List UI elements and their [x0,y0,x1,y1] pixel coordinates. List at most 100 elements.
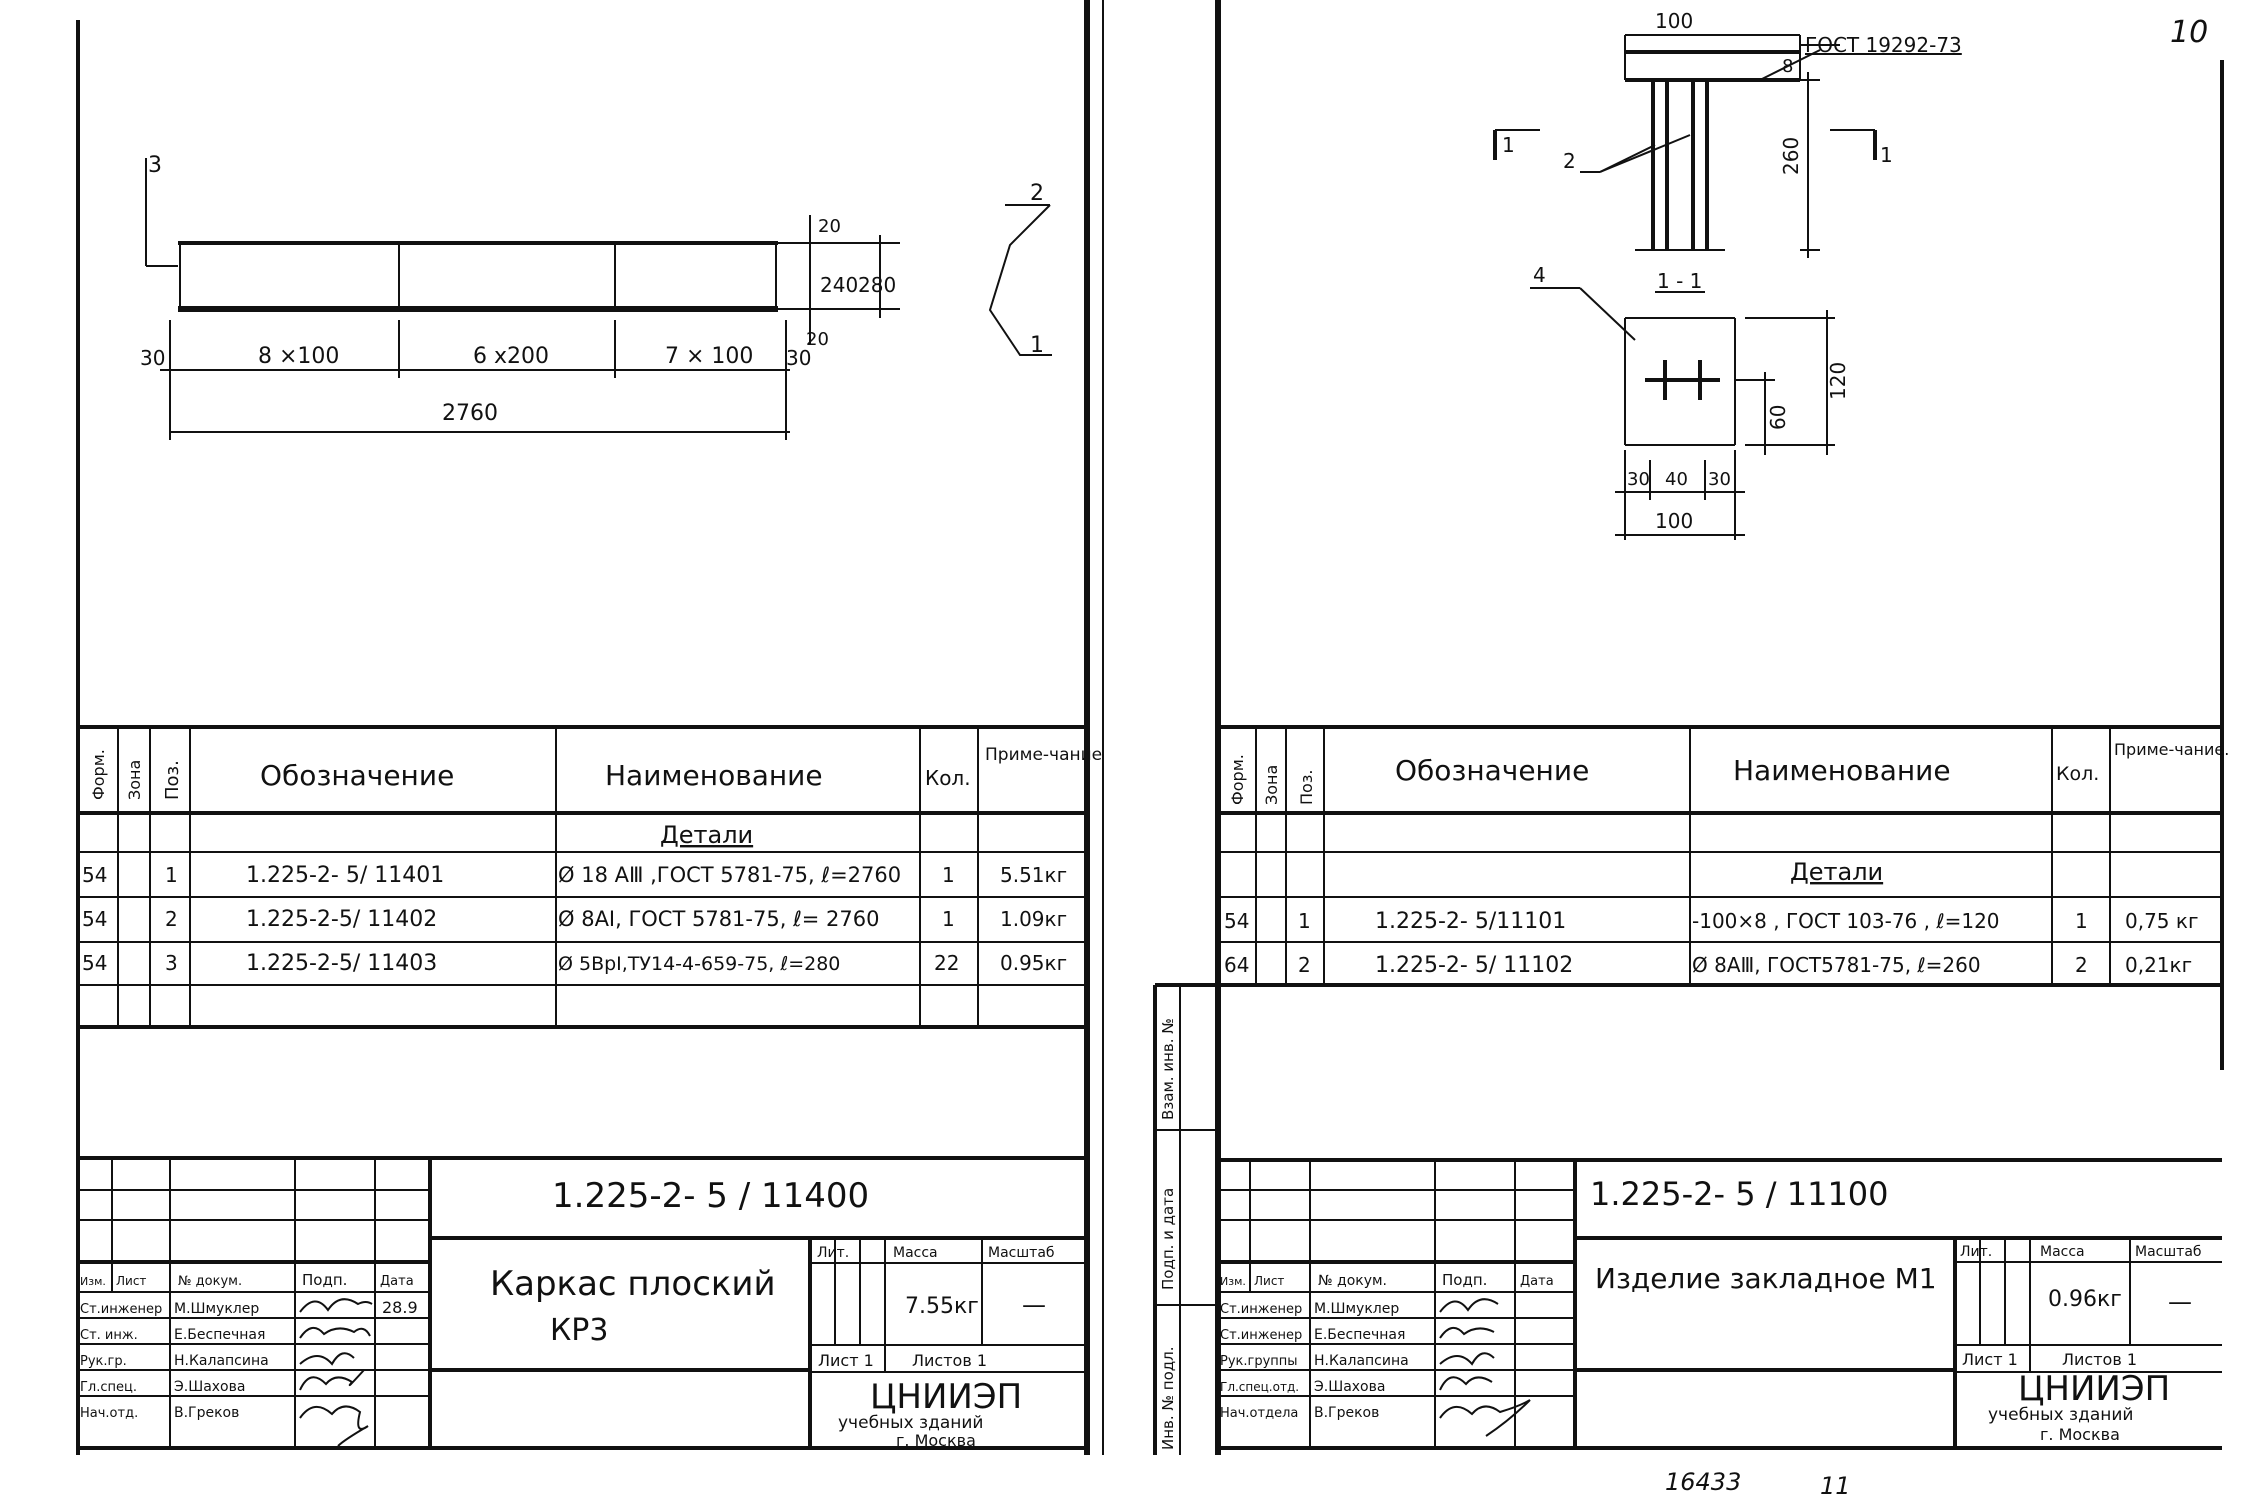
left-name-2: Е.Беспечная [174,1327,265,1343]
right-title-block-grid [1218,1158,2222,1450]
left-row3-note: 0.95кг [1000,951,1067,975]
dim-30b: 30 [1708,469,1731,490]
dim-40: 40 [1665,469,1688,490]
pos-4-label: 4 [1533,263,1546,287]
right-row2-pos: 2 [1298,953,1311,977]
right-title: Изделие закладное М1 [1595,1262,1937,1295]
left-row3-pos: 3 [165,951,178,975]
left-row1-note: 5.51кг [1000,863,1067,887]
right-role-5: Нач.отдела [1220,1406,1298,1421]
dim-240: 240 [820,273,858,297]
right-doc-code: 1.225-2- 5 / 11100 [1590,1175,1889,1213]
left-col-sign: Подп. [302,1271,347,1289]
right-name-4: Э.Шахова [1314,1379,1385,1395]
side-inv-original: Инв. № подл. [1159,1347,1177,1450]
pos-1-label: 1 [1030,333,1044,358]
left-name-4: Э.Шахова [174,1379,245,1395]
left-row3-qty: 22 [934,951,959,975]
dim-30-left: 30 [140,346,165,370]
right-role-1: Ст.инженер [1220,1302,1302,1317]
right-row1-qty: 1 [2075,909,2088,933]
right-name-3: Н.Калапсина [1314,1353,1409,1369]
left-row1-pos: 1 [165,863,178,887]
dim-seg-3: 7 × 100 [665,344,753,369]
left-mass-label: Масса [893,1245,938,1261]
right-row2-name: Ø 8АⅢ, ГОСТ5781-75, ℓ=260 [1692,953,1981,977]
sheet-mark: 11 [1820,1472,1851,1500]
right-section-details: Детали [1790,858,1883,886]
dim-total: 2760 [442,401,498,426]
right-col-doc: № докум. [1318,1273,1387,1289]
right-row1-name: -100×8 , ГОСТ 103-76 , ℓ=120 [1692,909,2000,933]
left-col-note: Приме-чание [985,745,1102,765]
left-row3-format: 54 [82,951,107,975]
left-role-4: Гл.спец. [80,1380,137,1395]
left-org-sub2: г. Москва [896,1431,976,1450]
dim-280: 280 [858,273,896,297]
left-row1-format: 54 [82,863,107,887]
section-1-1-label: 1 - 1 [1657,269,1702,293]
left-row2-qty: 1 [942,907,955,931]
right-col-format: Форм. [1228,754,1247,805]
dim-120: 120 [1826,362,1850,400]
left-col-izm: Изм. [80,1275,106,1288]
left-title-line2: КР3 [550,1313,608,1348]
left-scale-label: Масштаб [988,1245,1055,1261]
dim-30-right: 30 [786,346,811,370]
left-col-list: Лист [116,1274,146,1288]
right-org-sub1: учебных зданий [1988,1405,2133,1425]
left-org-sub1: учебных зданий [838,1413,983,1433]
left-row1-name: Ø 18 АⅢ ,ГОСТ 5781-75, ℓ=2760 [558,863,901,887]
left-role-1: Ст.инженер [80,1302,162,1317]
right-role-2: Ст.инженер [1220,1328,1302,1343]
side-sign-date: Подп. и дата [1159,1188,1177,1290]
pos-2-label-right: 2 [1563,149,1576,173]
left-col-qty: Кол. [925,766,971,790]
weld-size: 8 [1782,56,1793,77]
left-section-details: Детали [660,821,753,849]
right-org-sub2: г. Москва [2040,1425,2120,1444]
right-row1-note: 0,75 кг [2125,909,2198,933]
left-title-line1: Каркас плоский [490,1264,776,1304]
dim-100-bottom: 100 [1655,509,1693,533]
right-col-note: Приме-чание. [2114,740,2229,759]
left-name-1: М.Шмуклер [174,1301,259,1317]
left-col-pos: Поз. [162,760,183,800]
right-name-2: Е.Беспечная [1314,1327,1405,1343]
left-role-2: Ст. инж. [80,1328,138,1343]
left-row2-note: 1.09кг [1000,907,1067,931]
left-sheet-label: Лист 1 [818,1351,874,1370]
right-signatures [1439,1298,1531,1437]
left-scale-value: — [1022,1291,1046,1319]
left-col-doc: № докум. [178,1274,242,1289]
left-title-block-grid [78,1156,1087,1450]
dim-30a: 30 [1627,469,1650,490]
right-lit-label: Лит. [1960,1244,1992,1260]
left-col-name: Наименование [605,759,823,792]
left-row2-name: Ø 8АⅠ, ГОСТ 5781-75, ℓ= 2760 [558,907,879,931]
dim-100-top: 100 [1655,9,1693,33]
side-stamp-grid [1153,983,1218,1455]
right-col-qty: Кол. [2056,763,2099,785]
right-scale-label: Масштаб [2135,1244,2202,1260]
embedded-part-drawing [1493,34,1877,540]
right-row2-note: 0,21кг [2125,953,2192,977]
right-mass-label: Масса [2040,1244,2085,1260]
left-lit-label: Лит. [817,1245,849,1261]
side-inv-replace: Взам. инв. № [1159,1018,1177,1120]
pos-2-label: 2 [1030,181,1044,206]
right-col-izm: Изм. [1220,1275,1246,1288]
right-spec-table-grid [1218,725,2222,987]
left-row1-qty: 1 [942,863,955,887]
right-role-3: Рук.группы [1220,1354,1298,1369]
left-col-format: Форм. [89,749,108,800]
right-col-zone: Зона [1262,765,1281,805]
dim-60: 60 [1766,405,1790,430]
left-sign-date: 28.9 [382,1298,418,1317]
right-sheet-label: Лист 1 [1962,1350,2018,1369]
cut-mark-right: 1 [1880,143,1893,167]
right-row2-designation: 1.225-2- 5/ 11102 [1375,953,1573,978]
dim-seg-2: 6 x200 [473,344,549,369]
gost-label: ГОСТ 19292-73 [1805,33,1962,57]
dim-260: 260 [1779,137,1803,175]
